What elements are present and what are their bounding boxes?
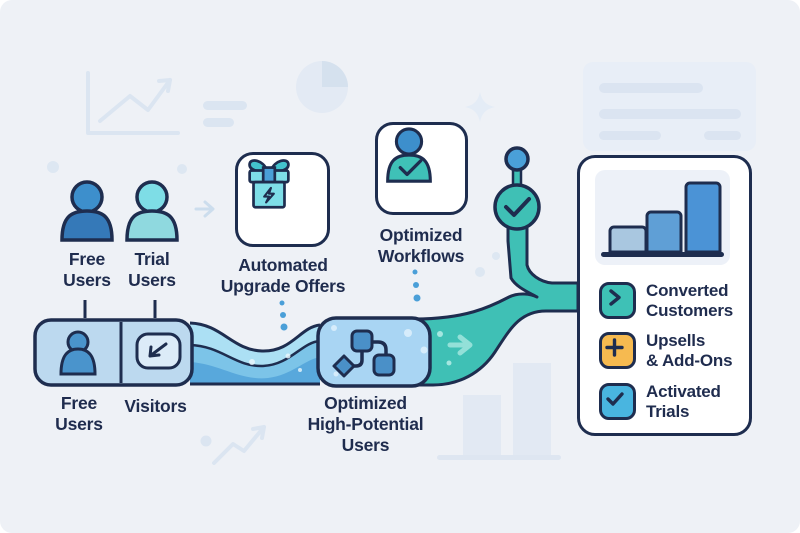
small-arrow-icon bbox=[194, 200, 215, 218]
wavy-pipe bbox=[189, 321, 321, 386]
optimized-workflows-card bbox=[375, 122, 468, 215]
check-circle-icon bbox=[493, 146, 541, 231]
visitors-input-label: Visitors bbox=[124, 396, 187, 416]
pipe-flow-arrow-icon bbox=[447, 334, 473, 356]
results-panel: Converted Customers Upsells & Add-Ons Ac… bbox=[577, 155, 752, 436]
sparkle-icon bbox=[465, 92, 495, 122]
free-users-input-label: Free Users bbox=[55, 393, 103, 434]
gift-lightning-icon bbox=[248, 159, 290, 209]
check-icon bbox=[599, 383, 636, 420]
user-check-icon bbox=[386, 127, 432, 183]
plus-icon bbox=[599, 332, 636, 369]
upsells-addons-label: Upsells & Add-Ons bbox=[646, 331, 733, 371]
line-chart-sketch-icon bbox=[86, 71, 180, 135]
background-dots bbox=[47, 161, 500, 277]
pie-chart-sketch-icon bbox=[296, 61, 348, 113]
result-item-activated: Activated Trials bbox=[599, 382, 721, 422]
input-box bbox=[33, 300, 194, 387]
optimized-users-box bbox=[316, 316, 432, 388]
trend-arrow-sketch-icon bbox=[200, 425, 266, 465]
cursor-click-icon bbox=[135, 332, 182, 370]
activated-trials-label: Activated Trials bbox=[646, 382, 721, 422]
pipe-dot bbox=[437, 331, 443, 337]
document-sketch-icon bbox=[583, 62, 756, 151]
pipe-dot bbox=[446, 360, 452, 366]
converted-customers-label: Converted Customers bbox=[646, 281, 734, 321]
chart-tile bbox=[595, 170, 730, 265]
automated-offers-card bbox=[235, 152, 330, 247]
free-user-icon bbox=[60, 180, 114, 242]
dotted-connectors bbox=[279, 269, 421, 331]
trial-users-source-label: Trial Users bbox=[128, 249, 176, 290]
free-users-source-label: Free Users bbox=[63, 249, 111, 290]
trial-user-icon bbox=[125, 180, 179, 242]
user-icon bbox=[59, 330, 97, 376]
bar-chart-icon bbox=[601, 181, 724, 257]
chevron-right-icon bbox=[599, 282, 636, 319]
optimized-stage-label: Optimized High-Potential Users bbox=[307, 393, 424, 455]
flowchart-nodes-icon bbox=[332, 329, 396, 378]
text-lines-sketch bbox=[203, 101, 247, 127]
automated-offers-label: Automated Upgrade Offers bbox=[220, 255, 346, 296]
result-item-converted: Converted Customers bbox=[599, 281, 734, 321]
optimized-workflows-label: Optimized Workflows bbox=[377, 225, 465, 266]
result-item-upsells: Upsells & Add-Ons bbox=[599, 331, 733, 371]
bar-chart-sketch-icon bbox=[437, 363, 561, 460]
connector-lines bbox=[83, 300, 157, 318]
